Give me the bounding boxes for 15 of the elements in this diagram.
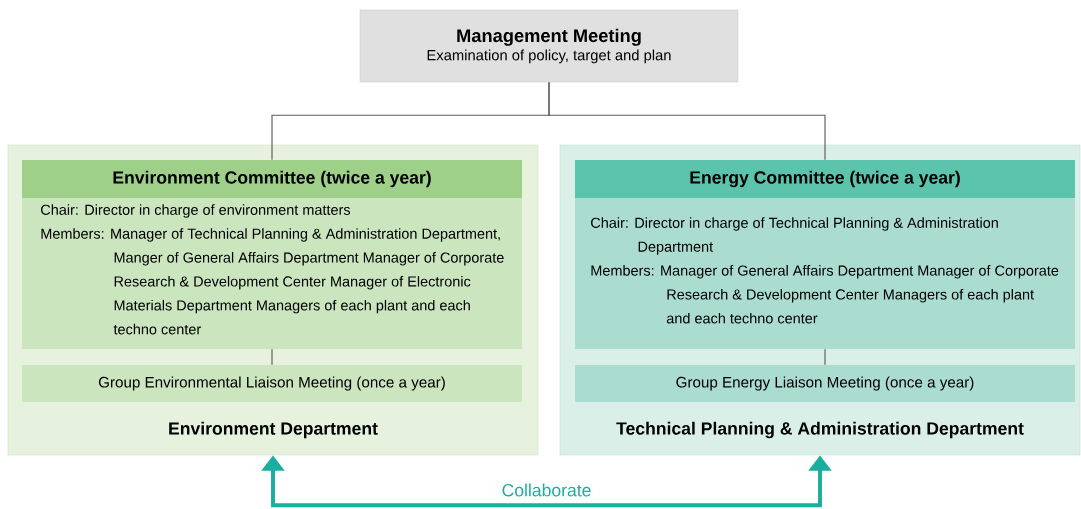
- chair-text: Chair: Director in charge of environment matters: [41, 204, 351, 218]
- meeting-box: Management Meeting Examination of policy, target and plan: [359, 9, 739, 83]
- committee-box: Energy Committee (twice a year) Chair: Director in charge of Technical Planning & Administration Department Members: Manager of General Affairs Department Manager of Corporate Research & Development Center Managers of each plant and each techno center: [575, 160, 1075, 349]
- members-text: Members: Manager of Technical Planning & Administration Department, Manger of General Affairs Department Manager of Corporate Research & Development Center Manager of Electronic Materials Department Managers of each plant and each techno center: [41, 228, 504, 335]
- department-label: Environment Department: [169, 421, 378, 439]
- connector-line: [271, 348, 273, 366]
- members-text: Members: Manager of General Affairs Department Manager of Corporate Research & Development Center Managers of each plant and each techno center: [591, 265, 1059, 324]
- meeting-box: Group Energy Liaison Meeting (once a year): [575, 365, 1075, 403]
- edge-label: Collaborate: [500, 482, 593, 498]
- department-label: Technical Planning & Administration Department: [616, 421, 1024, 439]
- chair-text: Chair: Director in charge of Technical Planning & Administration Department: [591, 217, 998, 255]
- connector-line: [824, 348, 826, 366]
- connector-line: [548, 81, 826, 161]
- meeting-box: Group Environmental Liaison Meeting (once a year): [22, 365, 522, 403]
- committee-box: Environment Committee (twice a year) Chair: Director in charge of environment matters Members: Manager of Technical Planning & Administration Department, Manger of General Affairs Department Manager of Corporate Research & Development Center Manager of Electronic Materials Department Managers of each plant and each techno center: [22, 160, 522, 349]
